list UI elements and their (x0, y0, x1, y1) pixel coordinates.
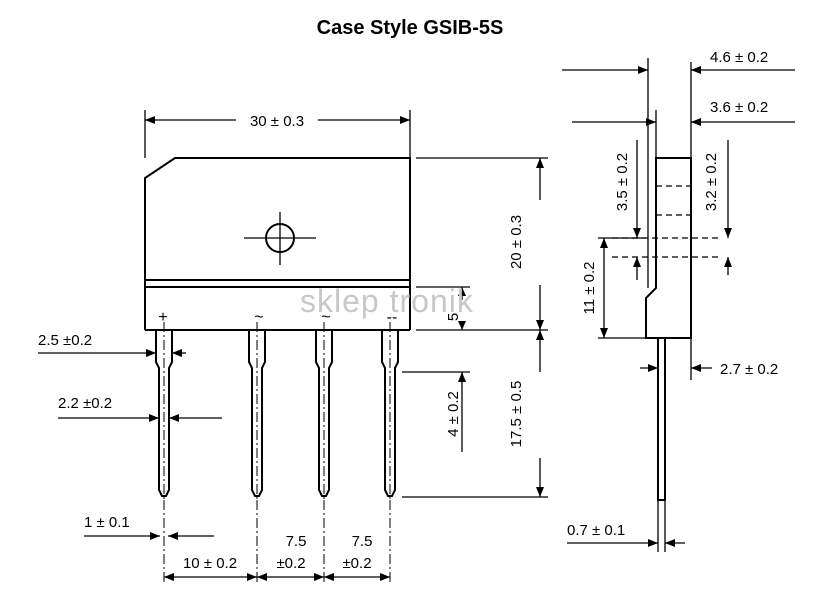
dim-pitch-a-value: 7.5 (286, 533, 307, 550)
side-lead (657, 338, 666, 501)
dim-pitch-first-label: 10 ± 0.2 (183, 555, 237, 572)
dim-lead-thickness-label: 1 ± 0.1 (84, 514, 130, 531)
pin-label-plus: + (158, 309, 167, 326)
mounting-hole (244, 212, 316, 265)
dim-side-lead-label: 2.7 ± 0.2 (720, 361, 778, 378)
dim-side-total-label: 4.6 ± 0.2 (710, 49, 768, 66)
dim-side-step: 11 ± 0.2 (581, 237, 646, 339)
dim-pitch-a-tol: ±0.2 (276, 555, 305, 572)
dim-side-total: 4.6 ± 0.2 (562, 49, 795, 74)
pin-label-ac1: ~ (254, 309, 263, 326)
dim-lead-width-top-label: 2.5 ±0.2 (38, 332, 92, 349)
dim-lead-width: 2.2 ±0.2 (58, 395, 222, 422)
dim-side-body-label: 3.6 ± 0.2 (710, 99, 768, 116)
front-view: + ~ ~ -- 30 ± 0.3 (38, 110, 548, 582)
dim-lead-upper: 4 ± 0.2 (402, 371, 470, 452)
lead-2 (248, 322, 266, 500)
dim-side-lead-thickness-label: 0.7 ± 0.1 (567, 522, 625, 539)
dim-lead-length-label: 17.5 ± 0.5 (508, 381, 525, 448)
dim-pitch-b-tol: ±0.2 (342, 555, 371, 572)
dim-side-lead: 2.7 ± 0.2 (640, 338, 778, 380)
dim-body-height: 20 ± 0.3 (416, 157, 548, 331)
dim-side-body: 3.6 ± 0.2 (572, 99, 795, 126)
dim-side-hole-left-label: 3.5 ± 0.2 (614, 153, 631, 211)
dim-side-hole-right-label: 3.2 ± 0.2 (703, 153, 720, 211)
lead-4 (381, 322, 399, 500)
package-body (144, 157, 411, 308)
watermark: sklep tronik (300, 283, 474, 319)
dim-collar-label: 5 (445, 313, 462, 321)
dim-lead-length: 17.5 ± 0.5 (402, 330, 548, 498)
side-view: 4.6 ± 0.2 3.6 ± 0.2 3.5 ± 0.2 3.2 ± 0.2 (562, 49, 795, 552)
dim-lead-upper-label: 4 ± 0.2 (445, 391, 462, 437)
dim-side-lead-thickness: 0.7 ± 0.1 (567, 500, 685, 552)
drawing-title: Case Style GSIB-5S (317, 17, 504, 39)
dim-pitch-a: 7.5 ±0.2 (257, 533, 324, 581)
dim-body-height-label: 20 ± 0.3 (508, 215, 525, 269)
dim-side-hole-right: 3.2 ± 0.2 (703, 140, 732, 275)
dim-lead-width-top: 2.5 ±0.2 (38, 332, 186, 357)
lead-1 (155, 322, 173, 500)
dim-lead-width-label: 2.2 ±0.2 (58, 395, 112, 412)
dim-width: 30 ± 0.3 (144, 110, 411, 158)
lead-3 (315, 322, 333, 500)
dim-pitch-b: 7.5 ±0.2 (324, 533, 390, 581)
dim-collar: 5 (416, 286, 470, 330)
dim-side-hole-left: 3.5 ± 0.2 (614, 140, 641, 280)
dim-width-label: 30 ± 0.3 (250, 113, 304, 130)
pin-label-minus: -- (387, 309, 398, 326)
dim-side-step-label: 11 ± 0.2 (581, 262, 598, 315)
dim-pitch-b-value: 7.5 (352, 533, 373, 550)
side-body (645, 157, 692, 339)
dim-lead-thickness: 1 ± 0.1 (84, 514, 214, 540)
dim-pitch-first: 10 ± 0.2 (164, 555, 257, 581)
pin-label-ac2: ~ (321, 309, 330, 326)
